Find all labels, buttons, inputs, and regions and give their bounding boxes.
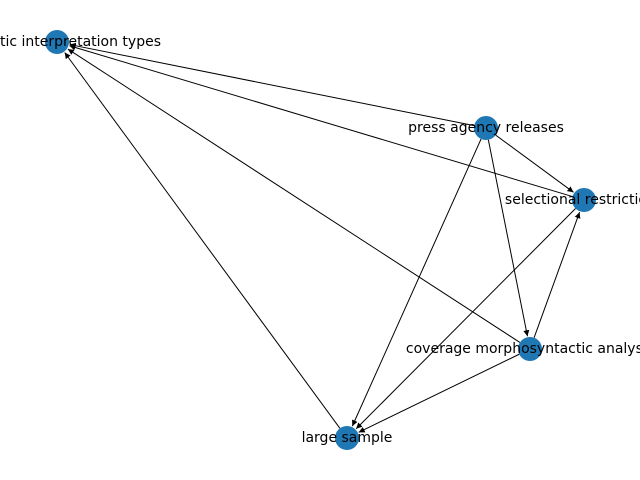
node-coverage [518, 337, 542, 361]
edge-coverage-to-selectional [533, 212, 581, 338]
edges-layer [64, 42, 581, 433]
node-semantic [45, 30, 69, 54]
nodes-layer [45, 30, 596, 450]
node-label-press: press agency releases [408, 120, 564, 136]
edge-selectional-to-sample [355, 208, 576, 430]
edge-coverage-to-sample [358, 353, 520, 433]
labels-layer: semantic interpretation types press agenc… [0, 34, 640, 446]
edge-coverage-to-semantic [67, 48, 521, 343]
node-label-selectional: selectional restrictions [505, 192, 640, 208]
node-label-sample: large sample [302, 430, 393, 446]
edge-press-to-semantic [69, 42, 475, 127]
edge-selectional-to-semantic [69, 44, 573, 198]
node-press [474, 116, 498, 140]
edge-press-to-selectional [495, 134, 574, 193]
edge-press-to-coverage [487, 139, 530, 337]
edge-sample-to-semantic [64, 52, 341, 429]
node-sample [335, 426, 359, 450]
node-selectional [572, 188, 596, 212]
node-label-coverage: coverage morphosyntactic analysis [406, 341, 640, 357]
node-label-semantic: semantic interpretation types [0, 34, 161, 50]
edge-press-to-sample [351, 138, 482, 427]
